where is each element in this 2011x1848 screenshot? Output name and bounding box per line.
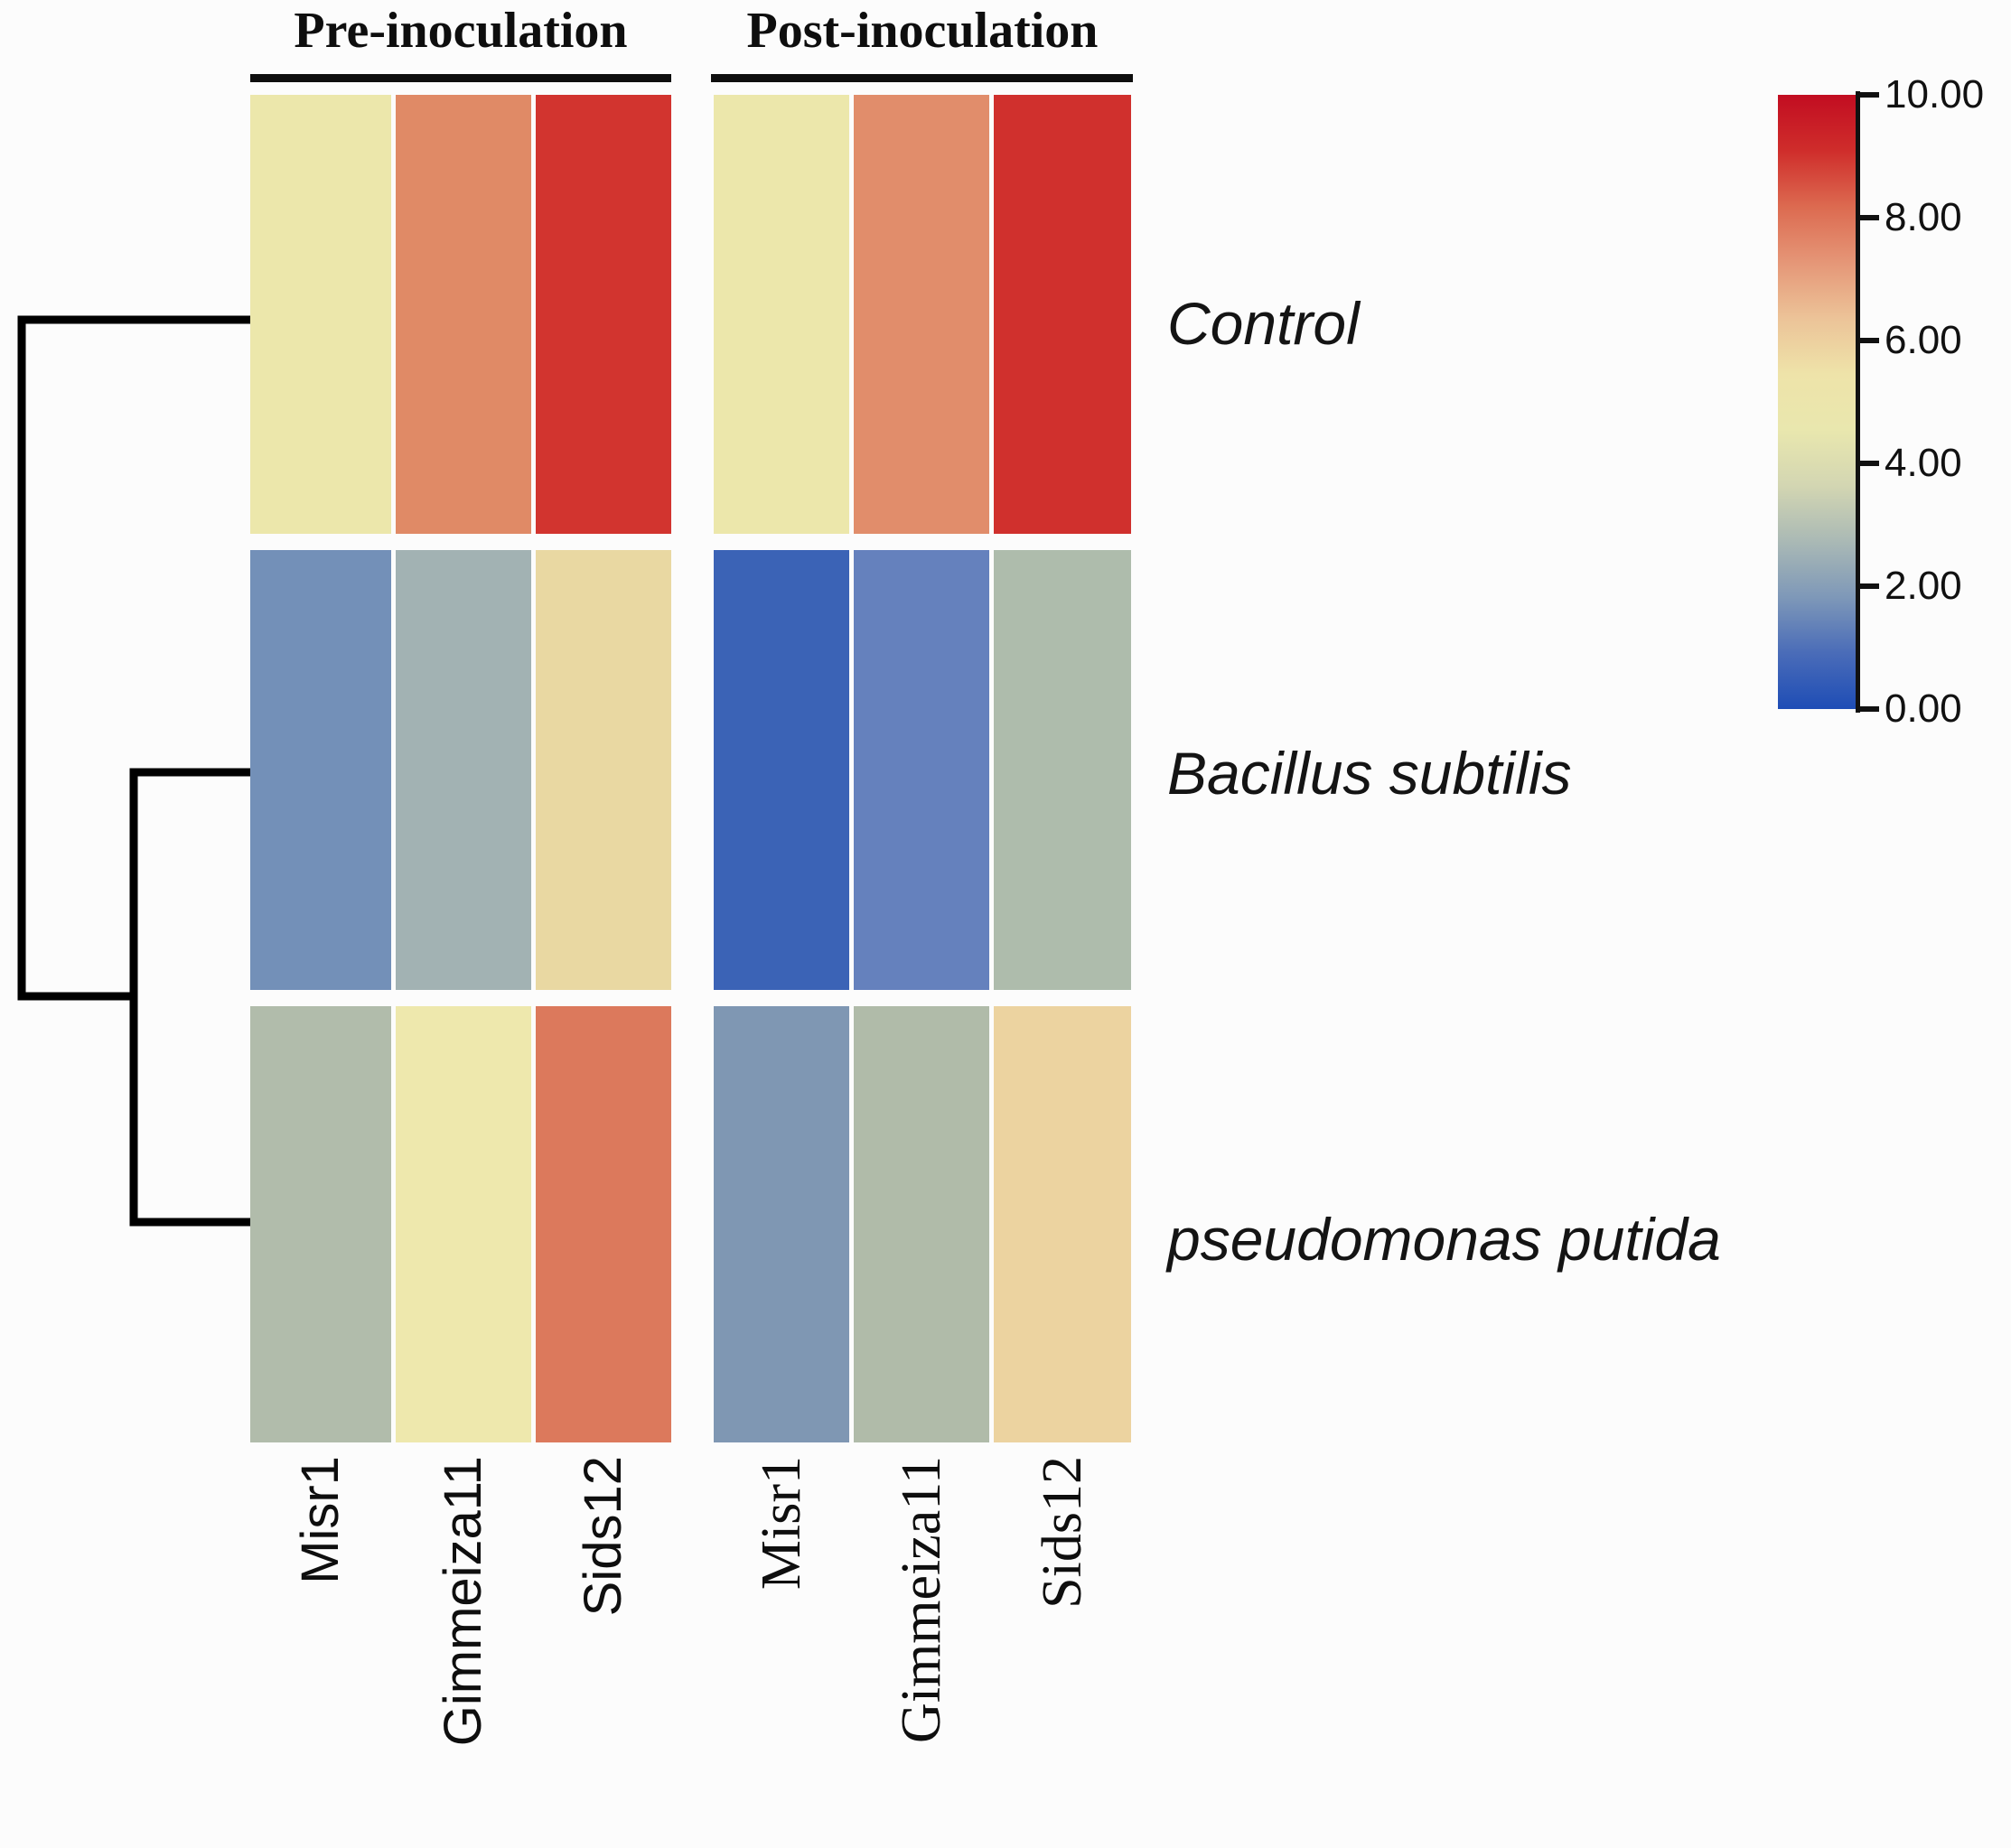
dendrogram-branch-bacillus-pseudomonas	[129, 768, 250, 1227]
column-label: Sids12	[574, 1456, 632, 1617]
heatmap-cell	[396, 95, 531, 534]
colorbar-tick-label: 8.00	[1885, 195, 1962, 239]
colorbar-axis-spine	[1856, 91, 1860, 713]
colorbar-tick-mark	[1857, 461, 1879, 466]
heatmap-cell	[714, 1006, 849, 1442]
heatmap-cell	[536, 550, 671, 990]
dendrogram-branch-control-root	[17, 315, 250, 1001]
row-label: Control	[1167, 290, 1360, 357]
heatmap-cell	[994, 1006, 1131, 1442]
colorbar-tick-label: 0.00	[1885, 686, 1962, 731]
heatmap-cell	[250, 550, 391, 990]
heatmap-cell	[714, 95, 849, 534]
heatmap-cell	[396, 1006, 531, 1442]
column-label: Gimmeiza11	[434, 1456, 492, 1747]
column-label: Sids12	[1032, 1456, 1093, 1609]
row-label: pseudomonas putida	[1167, 1206, 1721, 1273]
header-underline-pre	[250, 74, 671, 82]
heatmap-cell	[536, 95, 671, 534]
colorbar-gradient	[1778, 95, 1857, 709]
heatmap-cell	[250, 1006, 391, 1442]
colorbar-tick-label: 2.00	[1885, 564, 1962, 608]
column-label: Misr1	[751, 1456, 812, 1591]
heatmap-cell	[714, 550, 849, 990]
group-header-pre-inoculation: Pre-inoculation	[294, 3, 628, 59]
heatmap-cell	[854, 1006, 989, 1442]
column-label: Misr1	[291, 1456, 350, 1584]
colorbar-tick-mark	[1857, 706, 1879, 712]
colorbar-tick-mark	[1857, 215, 1879, 220]
heatmap-cell	[396, 550, 531, 990]
heatmap-cell	[250, 95, 391, 534]
colorbar-tick-label: 10.00	[1885, 72, 1985, 117]
column-label: Gimmeiza11	[891, 1456, 952, 1743]
colorbar-tick-mark	[1857, 92, 1879, 98]
heatmap-cell	[994, 550, 1131, 990]
colorbar-tick-mark	[1857, 338, 1879, 343]
heatmap-cell	[854, 550, 989, 990]
colorbar-tick-label: 4.00	[1885, 441, 1962, 485]
heatmap-cell	[994, 95, 1131, 534]
colorbar-tick-label: 6.00	[1885, 318, 1962, 362]
heatmap-cell	[854, 95, 989, 534]
row-label: Bacillus subtilis	[1167, 740, 1572, 807]
header-underline-post	[711, 74, 1133, 82]
dendrogram	[17, 315, 250, 1227]
heatmap-cell	[536, 1006, 671, 1442]
group-header-post-inoculation: Post-inoculation	[746, 3, 1099, 59]
colorbar-tick-mark	[1857, 583, 1879, 589]
